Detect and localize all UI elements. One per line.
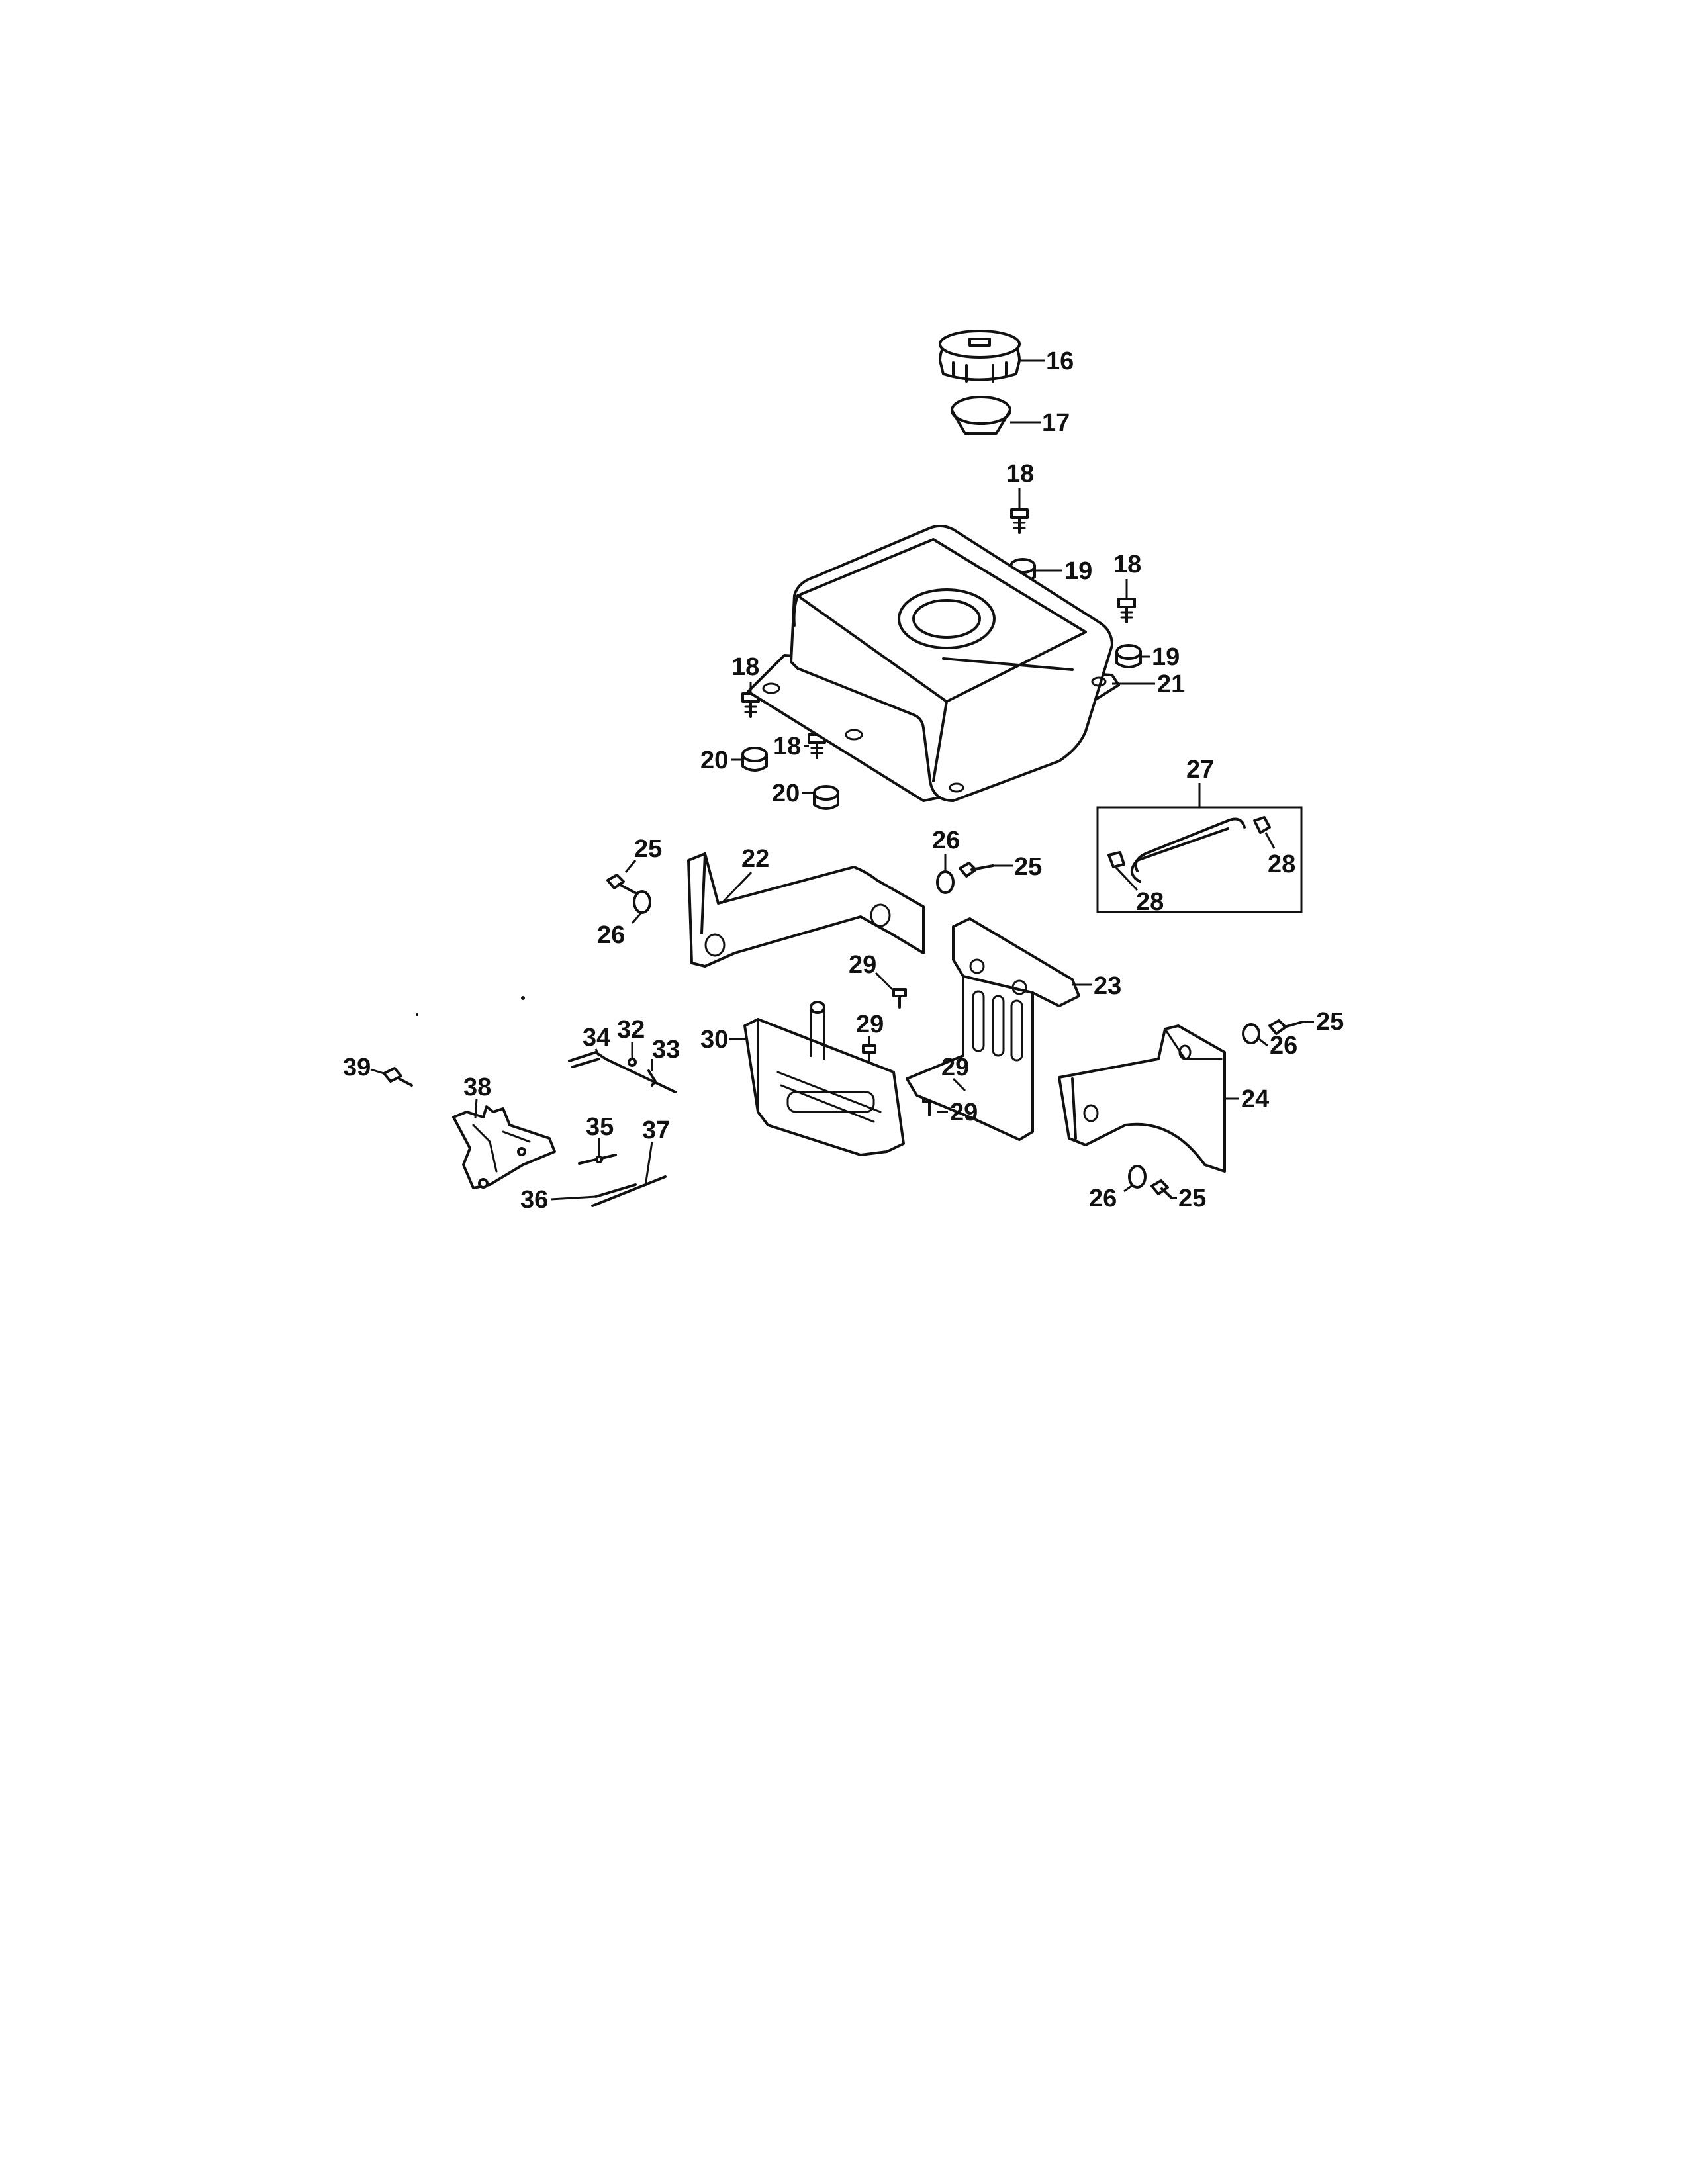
callout-18: 18 [773,733,801,760]
callout-19: 19 [1152,643,1180,671]
part-22-bracket [687,852,925,968]
part-21-fuel-tank [747,525,1120,802]
part-26-washer [1242,1023,1260,1044]
callout-19: 19 [1064,557,1092,585]
callouts: 16 17 18 19 18 19 21 18 18 20 20 27 28 2… [343,347,1344,1214]
callout-21: 21 [1157,670,1185,698]
callout-39: 39 [343,1054,371,1081]
callout-18: 18 [1113,551,1141,578]
part-25-bolt [1268,1019,1304,1035]
stray-dot [521,996,525,1000]
callout-25: 25 [634,835,662,863]
part-32-pin [628,1058,637,1067]
part-30-plate [743,1001,905,1156]
part-25-bolt [1150,1179,1173,1199]
callout-23: 23 [1094,972,1121,1000]
part-34-lever [568,1051,677,1093]
callout-34: 34 [583,1024,610,1052]
part-17-strainer [951,396,1011,435]
part-19-grommet [1115,644,1142,668]
callout-18: 18 [1006,460,1034,488]
part-28-hose-clamp [1253,816,1271,834]
part-25-bolt [959,862,994,878]
part-24-shroud [1058,1024,1226,1173]
part-26-washer [1128,1165,1147,1189]
callout-17: 17 [1042,409,1070,437]
callout-29: 29 [856,1011,884,1038]
callout-27: 27 [1186,756,1214,784]
part-26-washer [633,890,651,914]
part-18-bolt [1117,598,1136,623]
part-28-hose-clamp [1107,851,1125,868]
part-16-fuel-cap [939,330,1021,383]
callout-22: 22 [741,845,769,873]
callout-29: 29 [941,1054,969,1081]
callout-35: 35 [586,1113,614,1141]
part-20-grommet [741,747,768,772]
callout-25: 25 [1014,853,1042,881]
part-25-bolt [606,874,640,896]
callout-30: 30 [700,1026,728,1054]
part-29-bolt [892,988,907,1009]
callout-25: 25 [1178,1185,1206,1212]
part-23-bracket [906,917,1080,1141]
callout-33: 33 [652,1036,680,1064]
part-37-cable [591,1175,667,1207]
part-36-cable-end [594,1183,637,1198]
callout-24: 24 [1241,1085,1269,1113]
part-38-control-bracket [452,1105,556,1189]
part-27-fuel-hose [1131,817,1246,883]
part-33-spring [647,1069,657,1087]
part-20-grommet [813,785,839,810]
callout-38: 38 [463,1073,491,1101]
part-35-clip [578,1154,617,1165]
leader-lines [370,359,1314,1201]
callout-36: 36 [520,1186,548,1214]
callout-20: 20 [700,747,728,774]
callout-26: 26 [932,827,960,854]
callout-18: 18 [731,653,759,681]
callout-28: 28 [1136,888,1164,916]
callout-20: 20 [772,780,800,807]
callout-16: 16 [1046,347,1074,375]
callout-26: 26 [597,921,625,949]
callout-37: 37 [642,1116,670,1144]
part-26-washer [936,870,955,894]
callout-26: 26 [1270,1032,1297,1060]
stray-dot [416,1013,418,1016]
callout-29: 29 [950,1099,978,1126]
callout-28: 28 [1268,850,1295,878]
part-39-bolt [383,1067,413,1087]
callout-32: 32 [617,1016,645,1044]
callout-29: 29 [849,951,876,979]
part-18-bolt [1010,508,1029,534]
callout-25: 25 [1316,1008,1344,1036]
callout-26: 26 [1089,1185,1117,1212]
